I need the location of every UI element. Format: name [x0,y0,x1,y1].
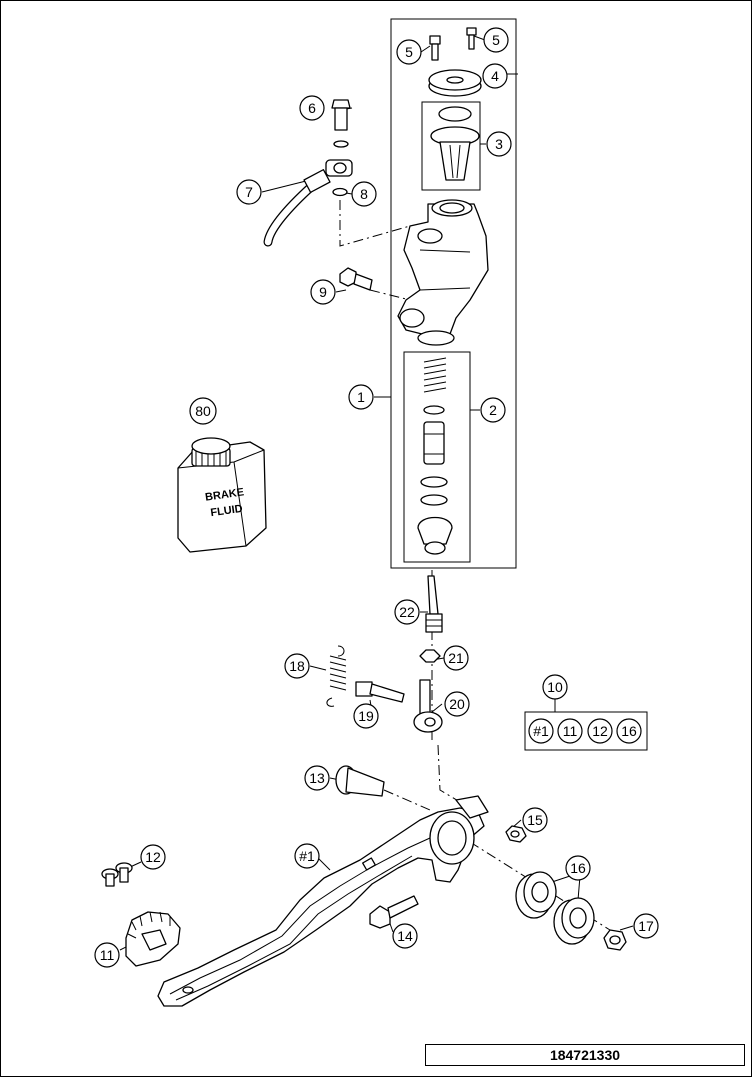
return-spring [326,645,347,707]
kit-item-11: 11 [557,718,583,744]
bottle-label-line1: BRAKE [204,486,244,503]
pivot-bolt [335,765,385,797]
callout-6: 6 [299,95,325,121]
screw-5b [466,27,477,50]
callout-9: 9 [310,279,336,305]
svg-text:1: 1 [357,389,365,405]
mounting-bolt [339,267,373,291]
step-screws [101,862,133,887]
svg-text:14: 14 [397,928,413,944]
kit-item-16: 16 [616,718,642,744]
brake-pedal [157,795,489,1007]
push-rod [425,575,443,633]
callout-3: 3 [486,131,512,157]
callout-20: 20 [444,691,470,717]
svg-text:18: 18 [289,658,305,674]
svg-text:22: 22 [399,604,415,620]
callout-80: 80 [189,397,217,425]
callout-19: 19 [353,703,379,729]
callout-11: 11 [94,942,120,968]
master-cylinder-box [390,18,517,569]
reservoir-box [421,101,481,191]
repair-kit-box [403,351,471,563]
repair-kit-parts [417,357,453,555]
callout-13: 13 [304,765,330,791]
svg-text:19: 19 [358,708,374,724]
callout-21: 21 [443,645,469,671]
svg-text:6: 6 [308,100,316,116]
svg-text:9: 9 [319,284,327,300]
svg-text:#1: #1 [533,723,549,739]
svg-text:16: 16 [621,723,637,739]
svg-text:12: 12 [145,849,161,865]
lock-nut [419,649,441,663]
screw-5a [429,35,441,61]
bearing-a [515,871,557,919]
callout-18: 18 [284,653,310,679]
svg-text:20: 20 [449,696,465,712]
svg-text:11: 11 [100,947,115,963]
clevis [413,679,443,733]
callout-8: 8 [351,181,377,207]
brake-fluid-bottle: BRAKE FLUID [177,437,267,553]
svg-text:12: 12 [592,723,608,739]
bottle-label-line2: FLUID [210,503,244,519]
svg-text:16: 16 [570,860,586,876]
svg-text:10: 10 [547,679,563,695]
svg-text:7: 7 [245,184,253,200]
svg-text:3: 3 [495,136,503,152]
master-cylinder-body [397,199,489,346]
reservoir-cap [428,69,482,97]
clevis-bolt [355,681,405,703]
callout-1: 1 [348,384,374,410]
callout-5a: 5 [396,39,422,65]
kit-box [524,711,648,751]
callout-4: 4 [482,63,508,89]
svg-text:2: 2 [489,402,497,418]
callout-17: 17 [633,913,659,939]
callout-15: 15 [522,807,548,833]
callout-5b: 5 [483,27,509,53]
pedal-step [125,911,181,967]
stop-bolt [369,895,419,929]
banjo-bolt [331,99,351,148]
document-number: 184721330 [425,1044,745,1066]
callout-22: 22 [394,599,420,625]
bearing-b [553,897,595,945]
svg-text:11: 11 [563,723,578,739]
callout-10: 10 [542,674,568,700]
svg-text:5: 5 [492,32,500,48]
callout-16: 16 [565,855,591,881]
svg-text:5: 5 [405,44,413,60]
svg-text:13: 13 [309,770,325,786]
kit-item-12: 12 [587,718,613,744]
kit-item-pedal: #1 [528,718,554,744]
spacer [505,825,527,843]
svg-text:21: 21 [448,650,464,666]
brake-hose [263,159,353,247]
callout-2: 2 [480,397,506,423]
collar-nut [603,929,627,951]
callout-12: 12 [140,844,166,870]
reservoir [430,106,480,181]
svg-text:#1: #1 [299,848,315,864]
svg-text:15: 15 [527,812,543,828]
callout-14: 14 [392,923,418,949]
svg-text:8: 8 [360,186,368,202]
svg-text:17: 17 [638,918,654,934]
callout-pedal: #1 [294,843,320,869]
sealing-washer [332,187,348,197]
svg-text:4: 4 [491,68,499,84]
svg-text:80: 80 [195,403,211,419]
callout-7: 7 [236,179,262,205]
